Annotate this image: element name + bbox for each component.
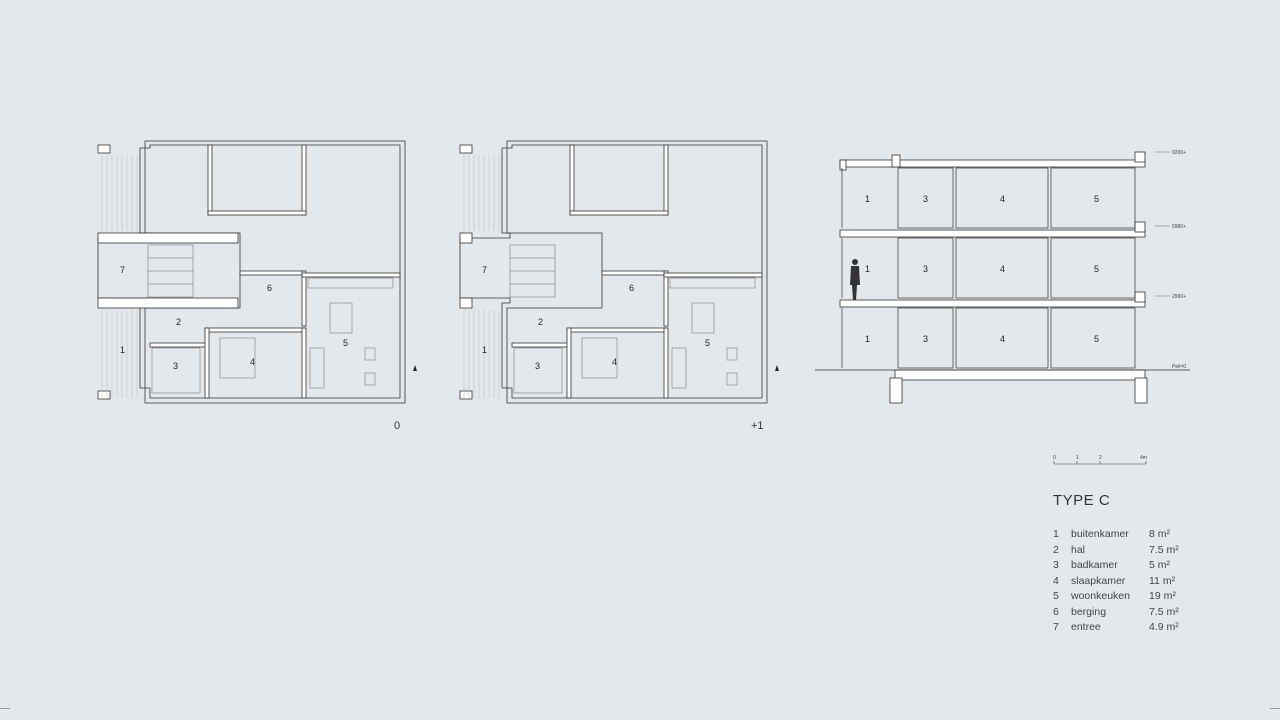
scale-bar-drawing: 0 1 2 4m xyxy=(1053,455,1147,465)
section-room-1-mid: 1 xyxy=(865,264,870,274)
room-label-4: 4 xyxy=(250,357,255,367)
edge-mark-right xyxy=(1270,708,1280,709)
legend-number: 1 xyxy=(1053,528,1059,540)
legend-room-name: berging xyxy=(1071,605,1107,618)
floor-plan-first: 7 1 2 3 4 5 6 xyxy=(440,133,782,413)
room-label-3: 3 xyxy=(173,361,178,371)
section-room-5-top: 5 xyxy=(1094,194,1099,204)
room-label-7: 7 xyxy=(120,265,125,275)
section-room-4-top: 4 xyxy=(1000,194,1005,204)
legend-room-name: buitenkamer xyxy=(1071,528,1129,540)
legend-area: 7.5 m² xyxy=(1149,543,1179,556)
level-label-5980: 5980+ xyxy=(1172,224,1186,230)
floor-label-first: +1 xyxy=(751,420,764,432)
legend-number: 2 xyxy=(1053,543,1059,556)
legend-number: 3 xyxy=(1053,559,1059,571)
floor-plan-ground-drawing: 7 1 2 3 4 5 6 xyxy=(78,140,417,404)
legend: TYPE C 1 buitenkamer 8 m² 2 hal 7.5 m² 3… xyxy=(1053,492,1179,636)
level-label-9200: 9200+ xyxy=(1172,150,1186,156)
room-label-1: 1 xyxy=(120,345,125,355)
level-label-2990: 2990+ xyxy=(1172,294,1186,300)
legend-item: 1 buitenkamer 8 m² xyxy=(1053,527,1179,543)
section-room-3-top: 3 xyxy=(923,194,928,204)
building-section: 9200+ 5980+ 2990+ Peil=0 1 3 4 5 1 3 4 5… xyxy=(810,140,1195,420)
room-label-1: 1 xyxy=(482,345,487,355)
legend-room-name: slaapkamer xyxy=(1071,574,1126,587)
legend-area: 7.5 m² xyxy=(1149,605,1179,618)
section-room-3-mid: 3 xyxy=(923,264,928,274)
level-label-peil: Peil=0 xyxy=(1172,364,1186,370)
legend-item: 5 woonkeuken 19 m² xyxy=(1053,589,1179,605)
legend-area: 11 m² xyxy=(1149,574,1176,587)
scale-bar: 0 1 2 4m xyxy=(1050,452,1150,477)
legend-item: 3 badkamer 5 m² xyxy=(1053,558,1179,574)
room-label-2: 2 xyxy=(176,317,181,327)
legend-room-name: hal xyxy=(1071,543,1086,556)
room-label-4: 4 xyxy=(612,357,617,367)
room-label-5: 5 xyxy=(705,338,710,348)
legend-room-name: entree xyxy=(1071,621,1101,633)
section-room-5-mid: 5 xyxy=(1094,264,1099,274)
legend-area: 4.9 m² xyxy=(1149,621,1179,633)
legend-area: 5 m² xyxy=(1149,559,1170,571)
legend-item: 6 berging 7.5 m² xyxy=(1053,605,1179,621)
scale-tick-1: 1 xyxy=(1076,455,1079,461)
room-label-2: 2 xyxy=(538,317,543,327)
room-label-5: 5 xyxy=(343,338,348,348)
floor-plan-ground: 7 1 2 3 4 5 6 xyxy=(78,133,420,413)
legend-item: 7 entree 4.9 m² xyxy=(1053,620,1179,636)
section-room-5-bottom: 5 xyxy=(1094,334,1099,344)
section-room-1-top: 1 xyxy=(865,194,870,204)
section-room-1-bottom: 1 xyxy=(865,334,870,344)
human-figure-icon xyxy=(850,259,860,300)
room-label-7: 7 xyxy=(482,265,487,275)
legend-item: 4 slaapkamer 11 m² xyxy=(1053,574,1179,590)
scale-tick-2: 2 xyxy=(1099,455,1102,461)
floor-label-ground: 0 xyxy=(394,420,401,432)
room-label-3: 3 xyxy=(535,361,540,371)
legend-area: 8 m² xyxy=(1149,528,1170,540)
floor-plan-first-drawing: 7 1 2 3 4 5 6 xyxy=(440,140,779,404)
building-section-drawing: 9200+ 5980+ 2990+ Peil=0 1 3 4 5 1 3 4 5… xyxy=(815,150,1195,404)
section-room-4-bottom: 4 xyxy=(1000,334,1005,344)
scale-tick-0: 0 xyxy=(1053,455,1056,461)
legend-title: TYPE C xyxy=(1053,492,1111,509)
edge-mark-left xyxy=(0,708,10,709)
room-label-6: 6 xyxy=(267,283,272,293)
legend-room-name: woonkeuken xyxy=(1071,590,1130,602)
scale-tick-4m: 4m xyxy=(1140,455,1147,461)
legend-number: 4 xyxy=(1053,574,1059,587)
section-room-4-mid: 4 xyxy=(1000,264,1005,274)
legend-number: 6 xyxy=(1053,605,1059,618)
section-room-3-bottom: 3 xyxy=(923,334,928,344)
legend-number: 7 xyxy=(1053,621,1059,633)
legend-number: 5 xyxy=(1053,590,1059,602)
legend-item: 2 hal 7.5 m² xyxy=(1053,543,1179,559)
legend-area: 19 m² xyxy=(1149,590,1176,602)
legend-room-name: badkamer xyxy=(1071,559,1118,571)
room-label-6: 6 xyxy=(629,283,634,293)
